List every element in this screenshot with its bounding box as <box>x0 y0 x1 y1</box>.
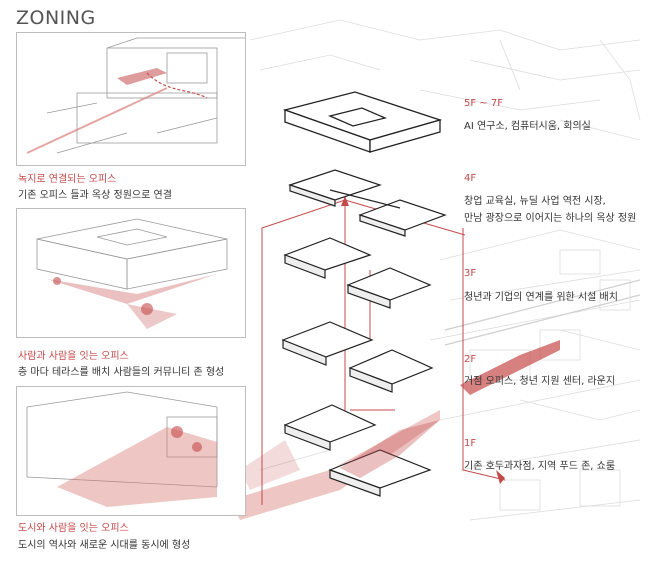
floor-desc-4f-line2: 만남 광장으로 이어지는 하나의 옥상 정원 <box>464 213 637 224</box>
floor-desc-5f-7f: AI 연구소, 컴퓨터시움, 회의실 <box>464 121 591 132</box>
floor-desc-1f: 기존 호두과자점, 지역 푸드 존, 쇼룸 <box>464 461 616 472</box>
floor-label-3f: 3F <box>464 268 477 279</box>
floor-label-1f: 1F <box>464 438 477 449</box>
floor-label-2f: 2F <box>464 354 477 365</box>
panel-2-desc: 층 마다 테라스를 배치 사람들의 커뮤니티 존 형성 <box>18 367 225 378</box>
floor-label-5f-7f: 5F ~ 7F <box>464 98 503 109</box>
panel-1-title: 녹지로 연결되는 오피스 <box>18 174 117 185</box>
rooftop-garden-sketch <box>26 37 245 154</box>
terrace-sketch <box>36 218 228 329</box>
street-sketch <box>26 391 218 507</box>
floor-desc-3f: 청년과 기업의 연계를 위한 시설 배치 <box>464 292 618 303</box>
panel-terrace <box>16 208 246 338</box>
panel-rooftop-garden <box>16 32 246 166</box>
page-title: ZONING <box>16 7 96 29</box>
floor-desc-2f: 거점 오피스, 청년 지원 센터, 라운지 <box>464 376 616 387</box>
panel-street <box>16 386 246 516</box>
floor-label-4f: 4F <box>464 173 477 184</box>
floor-desc-4f-line1: 창업 교육실, 뉴딜 사업 역전 시장, <box>464 196 606 207</box>
panel-3-title: 도시와 사람을 잇는 오피스 <box>18 523 129 534</box>
panel-1-desc: 기존 오피스 들과 옥상 정원으로 연결 <box>18 190 172 201</box>
panel-2-title: 사람과 사람을 잇는 오피스 <box>18 351 129 362</box>
panel-3-desc: 도시의 역사와 새로운 시대를 동시에 형성 <box>18 540 191 551</box>
